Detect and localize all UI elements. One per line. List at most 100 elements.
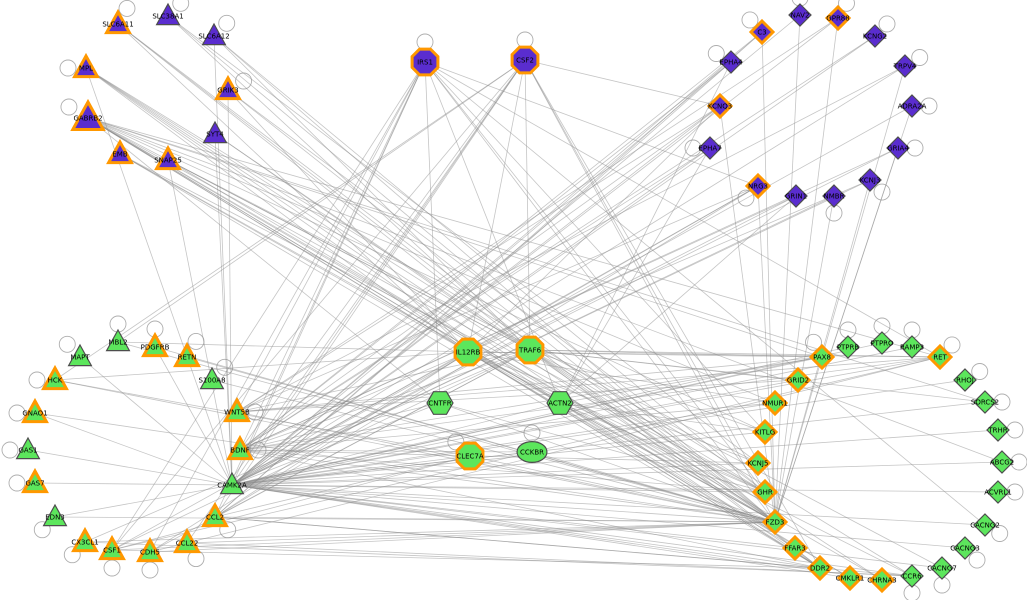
node-KCNJ3[interactable]: KCNJ3 (858, 168, 882, 192)
triangle-node-shape[interactable] (141, 331, 169, 358)
node-PTPRO[interactable]: PTPRO (870, 331, 894, 355)
diamond-node-shape[interactable] (863, 24, 887, 48)
triangle-node-shape[interactable] (72, 52, 100, 79)
diamond-node-shape[interactable] (761, 389, 789, 417)
triangle-node-shape[interactable] (70, 98, 106, 131)
diamond-node-shape[interactable] (886, 136, 910, 160)
node-SLC6A11[interactable]: SLC6A11 (102, 8, 134, 35)
node-CX3CL1[interactable]: CX3CL1 (71, 526, 99, 553)
node-RETN[interactable]: RETN (173, 341, 201, 368)
node-SYT4[interactable]: SYT4 (202, 120, 228, 144)
diamond-node-shape[interactable] (836, 564, 864, 592)
node-SLC6A12[interactable]: SLC6A12 (198, 22, 230, 46)
node-GRIA4[interactable]: GRIA4 (886, 136, 910, 160)
diamond-node-shape[interactable] (953, 368, 977, 392)
triangle-node-shape[interactable] (136, 536, 164, 563)
node-MAPT[interactable]: MAPT (67, 343, 93, 367)
triangle-node-shape[interactable] (223, 396, 251, 423)
node-PTPRB[interactable]: PTPRB (836, 335, 860, 359)
node-SLC38A1[interactable]: SLC38A1 (152, 2, 184, 26)
diamond-node-shape[interactable] (744, 449, 772, 477)
octagon-node-shape[interactable] (510, 45, 540, 75)
diamond-node-shape[interactable] (893, 54, 917, 78)
triangle-node-shape[interactable] (173, 527, 201, 554)
node-CCR6[interactable]: CCR6 (900, 564, 924, 588)
diamond-node-shape[interactable] (751, 478, 779, 506)
node-GNAO1[interactable]: GNAO1 (21, 397, 49, 424)
triangle-node-shape[interactable] (201, 22, 227, 46)
diamond-node-shape[interactable] (744, 172, 772, 200)
diamond-node-shape[interactable] (822, 184, 846, 208)
node-TRPV4[interactable]: TRPV4 (893, 54, 917, 78)
node-ADRA2A[interactable]: ADRA2A (898, 94, 927, 118)
triangle-node-shape[interactable] (214, 74, 242, 101)
triangle-node-shape[interactable] (202, 120, 228, 144)
diamond-node-shape[interactable] (706, 92, 734, 120)
node-IL12RB[interactable]: IL12RB (453, 337, 483, 367)
triangle-node-shape[interactable] (42, 503, 68, 527)
diamond-node-shape[interactable] (900, 335, 924, 359)
triangle-node-shape[interactable] (106, 138, 134, 165)
diamond-node-shape[interactable] (858, 168, 882, 192)
node-ACVRL1[interactable]: ACVRL1 (984, 480, 1012, 504)
node-TRAF6[interactable]: TRAF6 (515, 335, 545, 365)
triangle-node-shape[interactable] (105, 328, 131, 352)
node-IRS1[interactable]: IRS1 (410, 47, 440, 77)
octagon-node-shape[interactable] (410, 47, 440, 77)
node-EMB[interactable]: EMB (106, 138, 134, 165)
triangle-node-shape[interactable] (71, 526, 99, 553)
node-CNTFR[interactable]: CNTFR (426, 391, 454, 415)
node-GRID2[interactable]: GRID2 (784, 366, 812, 394)
triangle-node-shape[interactable] (173, 341, 201, 368)
node-GAS7[interactable]: GAS7 (21, 467, 49, 494)
octagon-node-shape[interactable] (455, 441, 485, 471)
node-CACNG2[interactable]: CACNG2 (970, 513, 1000, 537)
diamond-node-shape[interactable] (973, 390, 997, 414)
diamond-node-shape[interactable] (806, 554, 834, 582)
node-ABCG2[interactable]: ABCG2 (990, 450, 1014, 474)
node-PAX8[interactable]: PAX8 (808, 343, 836, 371)
diamond-node-shape[interactable] (836, 335, 860, 359)
node-ACTN2[interactable]: ACTN2 (546, 391, 574, 415)
triangle-node-shape[interactable] (98, 534, 126, 561)
node-SNAP25[interactable]: SNAP25 (154, 144, 182, 171)
node-MPL[interactable]: MPL (72, 52, 100, 79)
diamond-node-shape[interactable] (870, 331, 894, 355)
node-TRHR[interactable]: TRHR (986, 418, 1010, 442)
node-S100A8[interactable]: S100A8 (198, 366, 226, 390)
node-GABRB2[interactable]: GABRB2 (70, 98, 106, 131)
node-RET[interactable]: RET (926, 343, 954, 371)
diamond-node-shape[interactable] (784, 366, 812, 394)
diamond-node-shape[interactable] (930, 556, 954, 580)
triangle-node-shape[interactable] (155, 2, 181, 26)
node-CCKBR[interactable]: CCKBR (516, 441, 548, 463)
triangle-node-shape[interactable] (201, 501, 229, 528)
diamond-node-shape[interactable] (824, 4, 852, 32)
diamond-node-shape[interactable] (781, 534, 809, 562)
diamond-node-shape[interactable] (990, 450, 1014, 474)
diamond-node-shape[interactable] (973, 513, 997, 537)
triangle-node-shape[interactable] (199, 366, 225, 390)
triangle-node-shape[interactable] (15, 436, 41, 460)
hexagon-node-shape[interactable] (426, 391, 454, 415)
node-CSF2[interactable]: CSF2 (510, 45, 540, 75)
triangle-node-shape[interactable] (21, 467, 49, 494)
triangle-node-shape[interactable] (226, 434, 254, 461)
node-GPR88[interactable]: GPR88 (824, 4, 852, 32)
diamond-node-shape[interactable] (761, 508, 789, 536)
node-CACNG3[interactable]: CACNG3 (950, 536, 980, 560)
node-CLEC7A[interactable]: CLEC7A (455, 441, 485, 471)
triangle-node-shape[interactable] (21, 397, 49, 424)
diamond-node-shape[interactable] (953, 536, 977, 560)
triangle-node-shape[interactable] (104, 8, 132, 35)
node-GAS1[interactable]: GAS1 (15, 436, 41, 460)
node-NAV2[interactable]: NAV2 (788, 3, 812, 27)
octagon-node-shape[interactable] (453, 337, 483, 367)
node-DDR2[interactable]: DDR2 (806, 554, 834, 582)
diamond-node-shape[interactable] (751, 418, 779, 446)
node-KCNG2[interactable]: KCNG2 (863, 24, 887, 48)
diamond-node-shape[interactable] (926, 343, 954, 371)
node-CACNG7[interactable]: CACNG7 (927, 556, 957, 580)
node-EPHA4[interactable]: EPHA4 (719, 50, 743, 74)
